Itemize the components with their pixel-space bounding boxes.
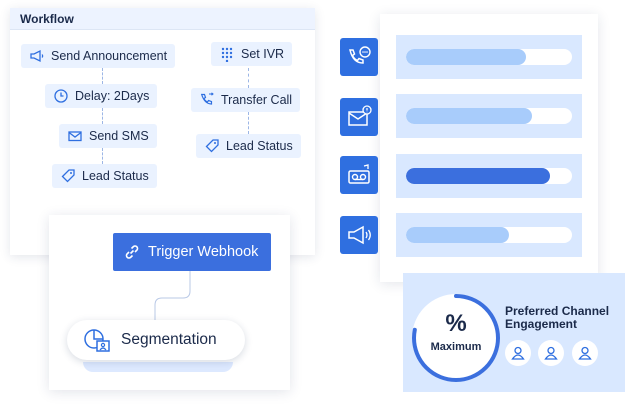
channel-row [396, 213, 582, 257]
connector-line [152, 271, 191, 326]
channel-button-voicemail[interactable] [340, 156, 378, 194]
segmentation-icon [84, 329, 110, 352]
megaphone-icon [348, 225, 371, 245]
user-icon [544, 346, 558, 360]
node-send-sms[interactable]: Send SMS [59, 124, 157, 148]
clock-icon [54, 89, 68, 103]
link-icon [125, 245, 139, 259]
connector [102, 148, 103, 164]
node-label: Send SMS [89, 129, 149, 143]
user-icon [511, 346, 525, 360]
node-label: Send Announcement [51, 49, 168, 63]
progress-fill [406, 227, 509, 243]
mail-notification-icon [348, 105, 372, 126]
avatar[interactable] [505, 340, 531, 366]
connector [102, 108, 103, 124]
progress-fill [406, 49, 526, 65]
connector [248, 112, 249, 134]
channel-button-mail[interactable] [340, 98, 378, 136]
progress-fill [406, 108, 533, 124]
gauge-label: Maximum [430, 341, 482, 353]
gauge-arc [412, 294, 500, 382]
channel-row [396, 35, 582, 79]
node-lead-status-left[interactable]: Lead Status [52, 164, 157, 188]
trigger-webhook-label: Trigger Webhook [148, 244, 259, 260]
mail-icon [68, 131, 82, 142]
node-send-announcement[interactable]: Send Announcement [21, 44, 176, 68]
avatar[interactable] [538, 340, 564, 366]
engagement-gauge [412, 294, 500, 382]
channel-row [396, 154, 582, 198]
megaphone-icon [30, 49, 44, 63]
node-label: Transfer Call [221, 93, 293, 107]
tag-icon [61, 169, 75, 183]
avatar[interactable] [572, 340, 598, 366]
workflow-title: Workflow [10, 8, 315, 30]
node-label: Set IVR [241, 47, 285, 61]
progress-track [406, 227, 572, 243]
progress-track [406, 168, 572, 184]
node-label: Lead Status [226, 139, 293, 153]
connector [248, 68, 249, 88]
channel-button-announcement[interactable] [340, 216, 378, 254]
node-lead-status-right[interactable]: Lead Status [196, 134, 301, 158]
voicemail-icon [348, 164, 370, 184]
channel-button-phone[interactable] [340, 38, 378, 76]
segmentation-label: Segmentation [121, 331, 217, 348]
trigger-webhook-button[interactable]: Trigger Webhook [113, 233, 271, 271]
node-transfer-call[interactable]: Transfer Call [191, 88, 301, 112]
progress-track [406, 108, 572, 124]
node-label: Lead Status [82, 169, 149, 183]
node-label: Delay: 2Days [75, 89, 150, 103]
connector [102, 68, 103, 84]
keypad-icon [221, 47, 233, 62]
node-delay[interactable]: Delay: 2Days [45, 84, 158, 108]
progress-fill [406, 168, 551, 184]
segmentation-shadow [83, 362, 233, 372]
user-icon [578, 346, 592, 360]
channel-row [396, 94, 582, 138]
segmentation-button[interactable]: Segmentation [67, 320, 245, 360]
phone-transfer-icon [200, 92, 214, 105]
tag-icon [205, 139, 219, 153]
phone-chat-icon [349, 46, 371, 64]
progress-track [406, 49, 572, 65]
node-set-ivr[interactable]: Set IVR [211, 42, 293, 66]
gauge-percent-symbol: % [445, 310, 467, 337]
preferred-channel-title: Preferred Channel Engagement [505, 304, 610, 331]
